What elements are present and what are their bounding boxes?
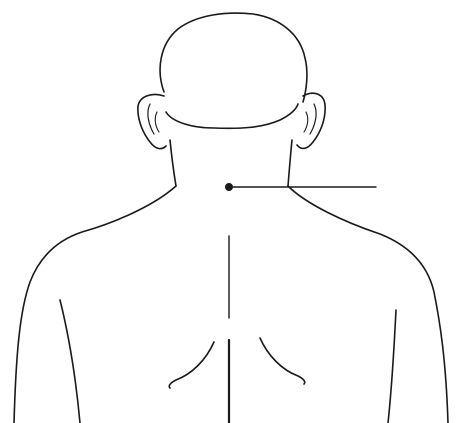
right-shoulder	[288, 186, 448, 423]
right-scapula	[260, 338, 305, 384]
left-ear-inner	[148, 104, 154, 134]
left-scapula	[169, 342, 214, 388]
marker-dot	[225, 183, 233, 191]
right-ear	[297, 93, 325, 148]
left-ear	[138, 94, 166, 148]
right-arm-line	[388, 310, 396, 423]
left-ear-inner-2	[155, 112, 159, 132]
right-ear-inner	[310, 104, 316, 134]
right-neck	[288, 140, 292, 186]
left-neck	[170, 140, 176, 186]
left-arm-line	[60, 300, 80, 423]
right-ear-inner-2	[304, 112, 308, 132]
left-shoulder	[14, 186, 176, 423]
hairline	[166, 104, 298, 128]
head-outline	[160, 13, 307, 102]
